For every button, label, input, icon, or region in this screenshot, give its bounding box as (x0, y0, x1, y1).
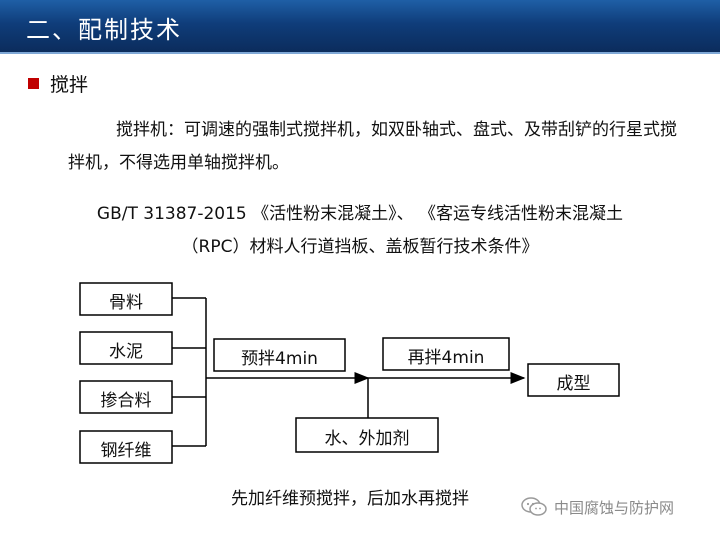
input-box-fiber (79, 430, 173, 464)
additive-box (295, 417, 439, 453)
premix-label: 预拌4min (241, 349, 318, 369)
input-label-aggregate: 骨料 (109, 293, 143, 313)
remix-label: 再拌4min (407, 348, 485, 368)
title-bar: 二、配制技术 (0, 0, 720, 54)
input-box-admixture (79, 380, 173, 414)
section-bullet (28, 78, 39, 89)
standard-line-2: （RPC）材料人行道挡板、盖板暂行技术条件》 (181, 237, 539, 257)
watermark-text: 中国腐蚀与防护网 (554, 498, 675, 517)
input-label-cement: 水泥 (109, 342, 143, 362)
input-label-fiber: 钢纤维 (100, 441, 152, 461)
mixer-description: 搅拌机：可调速的强制式搅拌机，如双卧轴式、盘式、及带刮铲的行星式搅拌机，不得选用… (68, 120, 677, 173)
standard-reference: GB/T 31387-2015 《活性粉末混凝土》、 《客运专线活性粉末混凝土 … (40, 198, 680, 264)
input-box-aggregate (79, 282, 173, 316)
input-label-admixture: 掺合料 (100, 391, 152, 411)
output-box (527, 363, 620, 397)
premix-box (213, 338, 346, 372)
standard-line-1: GB/T 31387-2015 《活性粉末混凝土》、 《客运专线活性粉末混凝土 (96, 204, 624, 224)
flowchart-caption: 先加纤维预搅拌，后加水再搅拌 (231, 489, 469, 509)
additive-label: 水、外加剂 (324, 429, 410, 449)
page-title: 二、配制技术 (26, 16, 182, 44)
wechat-icon (521, 497, 547, 516)
remix-box (382, 337, 510, 371)
output-label: 成型 (556, 374, 591, 394)
section-heading: 搅拌 (50, 74, 89, 96)
watermark: 中国腐蚀与防护网 (520, 496, 674, 518)
